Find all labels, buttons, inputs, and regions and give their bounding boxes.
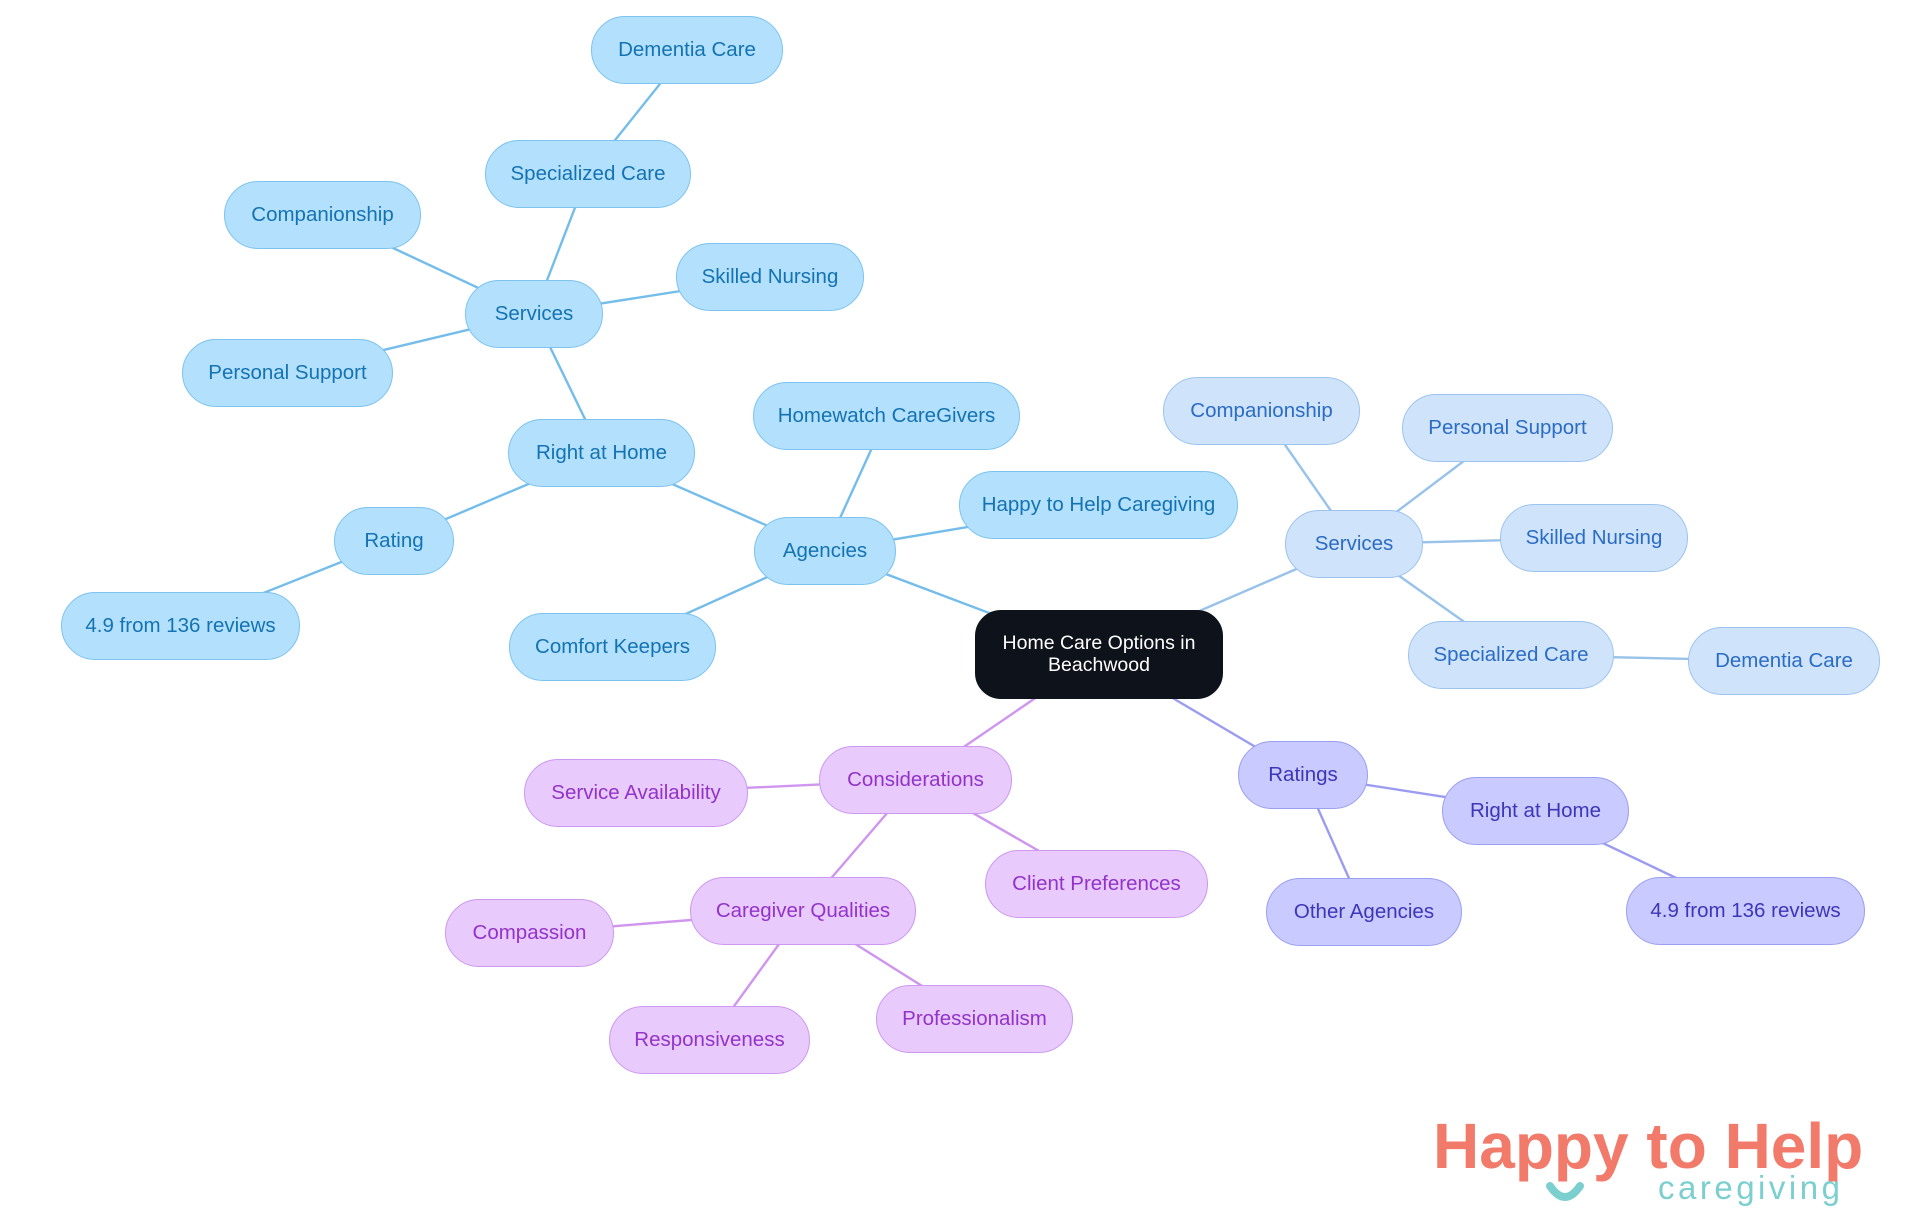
node-right-at-home: Right at Home — [508, 419, 695, 487]
node-services-dementia-care: Dementia Care — [1688, 627, 1880, 695]
node-client-preferences: Client Preferences — [985, 850, 1208, 918]
node-rah-specialized-care: Specialized Care — [485, 140, 691, 208]
node-services-personal-support: Personal Support — [1402, 394, 1613, 462]
node-ratings: Ratings — [1238, 741, 1368, 809]
node-rating-value: 4.9 from 136 reviews — [61, 592, 300, 660]
logo-main-text: Happy to Help — [1433, 1110, 1863, 1182]
node-services: Services — [1285, 510, 1423, 578]
node-compassion: Compassion — [445, 899, 614, 967]
node-happy-to-help-caregiving: Happy to Help Caregiving — [959, 471, 1238, 539]
node-service-availability: Service Availability — [524, 759, 748, 827]
node-rah-services: Services — [465, 280, 603, 348]
happy-to-help-logo: Happy to Help caregiving — [1433, 1110, 1863, 1206]
node-homewatch-caregivers: Homewatch CareGivers — [753, 382, 1020, 450]
node-rah-skilled-nursing: Skilled Nursing — [676, 243, 864, 311]
logo-sub-text: caregiving — [1658, 1169, 1843, 1206]
root-node: Home Care Options in Beachwood — [975, 610, 1223, 699]
node-rating: Rating — [334, 507, 454, 575]
node-responsiveness: Responsiveness — [609, 1006, 810, 1074]
node-rah-personal-support: Personal Support — [182, 339, 393, 407]
node-other-agencies: Other Agencies — [1266, 878, 1462, 946]
node-rah-companionship: Companionship — [224, 181, 421, 249]
node-agencies: Agencies — [754, 517, 896, 585]
node-caregiver-qualities: Caregiver Qualities — [690, 877, 916, 945]
node-ratings-value: 4.9 from 136 reviews — [1626, 877, 1865, 945]
node-services-skilled-nursing: Skilled Nursing — [1500, 504, 1688, 572]
node-services-companionship: Companionship — [1163, 377, 1360, 445]
node-comfort-keepers: Comfort Keepers — [509, 613, 716, 681]
node-rah-dementia-care: Dementia Care — [591, 16, 783, 84]
node-considerations: Considerations — [819, 746, 1012, 814]
smile-icon — [1546, 1182, 1584, 1201]
node-professionalism: Professionalism — [876, 985, 1073, 1053]
node-ratings-right-at-home: Right at Home — [1442, 777, 1629, 845]
node-services-specialized-care: Specialized Care — [1408, 621, 1614, 689]
